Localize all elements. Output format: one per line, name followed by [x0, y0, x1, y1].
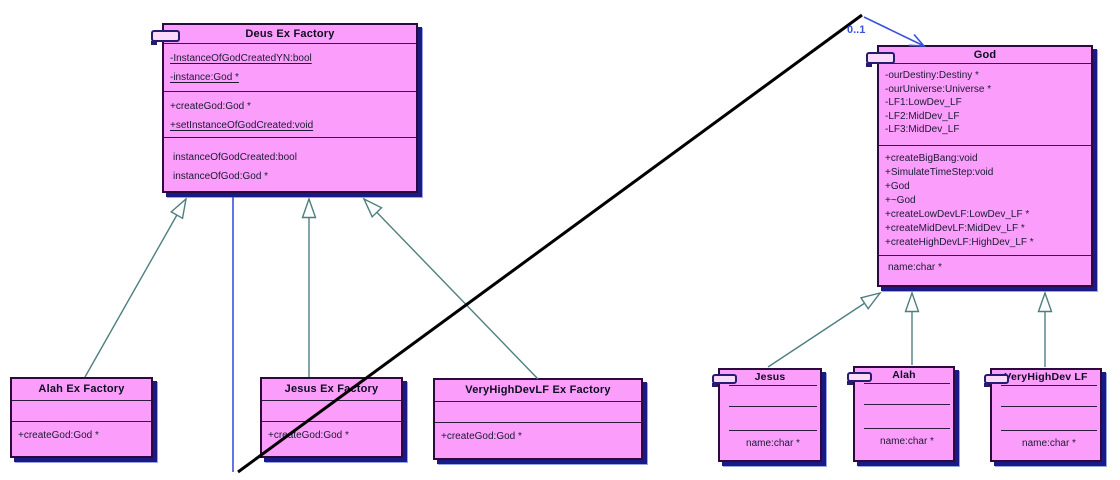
generalization-vhd-factory-to-deus [362, 197, 539, 380]
methods-compartment [1001, 406, 1097, 430]
class-icon [866, 52, 895, 67]
method-row: +God [885, 181, 910, 192]
class-title: God [973, 49, 997, 61]
property-row: name:char * [880, 436, 934, 447]
property-row: instanceOfGod:God * [173, 171, 269, 182]
property-row: name:char * [1022, 438, 1076, 449]
generalization-jesus-to-god [767, 291, 882, 368]
attribute-row: -LF1:LowDev_LF [885, 97, 962, 109]
attributes-compartment [729, 385, 817, 406]
methods-compartment: +createGod:God * [262, 421, 401, 454]
methods-compartment: +createGod:God * [12, 421, 151, 454]
attribute-row: -ourDestiny:Destiny * [885, 70, 979, 81]
method-row: +createGod:God * [441, 431, 522, 442]
class-veryhighdevlf-ex-factory[interactable]: VeryHighDevLF Ex Factory +createGod:God … [433, 378, 643, 460]
properties-compartment: name:char * [879, 255, 1091, 283]
class-icon [847, 372, 872, 385]
method-row: +createGod:God * [268, 430, 349, 441]
class-alah-ex-factory[interactable]: Alah Ex Factory +createGod:God * [10, 377, 153, 458]
properties-compartment: name:char * [864, 428, 950, 465]
methods-compartment: +createBigBang:void +SimulateTimeStep:vo… [879, 145, 1091, 255]
attribute-row: -instance:God * [170, 72, 239, 83]
attributes-compartment [12, 400, 151, 421]
class-title: Deus Ex Factory [245, 28, 335, 40]
properties-compartment: name:char * [1001, 430, 1097, 467]
attribute-row: -LF3:MidDev_LF [885, 124, 960, 136]
attributes-compartment: -InstanceOfGodCreatedYN:bool -instance:G… [164, 43, 416, 91]
attributes-compartment [435, 401, 641, 422]
method-row: +~God [885, 195, 916, 206]
class-god[interactable]: God -ourDestiny:Destiny * -ourUniverse:U… [866, 45, 1093, 287]
method-row: +createLowDevLF:LowDev_LF * [885, 209, 1030, 220]
class-icon [984, 374, 1009, 387]
method-row: +createGod:God * [18, 430, 99, 441]
class-title: Alah Ex Factory [38, 383, 125, 395]
property-row: instanceOfGodCreated:bool [173, 152, 297, 163]
association-arrow-to-god [863, 16, 926, 47]
generalization-alah-factory-to-deus [84, 197, 188, 378]
methods-compartment: +createGod:God * +setInstanceOfGodCreate… [164, 91, 416, 137]
attribute-row: -InstanceOfGodCreatedYN:bool [170, 53, 312, 64]
method-row: +createGod:God * [170, 101, 251, 112]
attributes-compartment [1001, 385, 1097, 406]
method-row: +setInstanceOfGodCreated:void [170, 120, 314, 131]
method-row: +createBigBang:void [885, 153, 978, 164]
class-jesus-ex-factory[interactable]: Jesus Ex Factory +createGod:God * [260, 377, 403, 458]
class-icon [712, 374, 737, 387]
methods-compartment [729, 406, 817, 430]
properties-compartment: name:char * [729, 430, 817, 467]
class-veryhighdev-lf[interactable]: VeryHighDev LF name:char * [984, 368, 1102, 462]
method-row: +SimulateTimeStep:void [885, 167, 994, 178]
attributes-compartment: -ourDestiny:Destiny * -ourUniverse:Unive… [879, 63, 1091, 145]
attributes-compartment [262, 400, 401, 421]
property-row: name:char * [888, 262, 942, 273]
class-title: VeryHighDev LF [1004, 371, 1088, 383]
class-deus-ex-factory[interactable]: Deus Ex Factory -InstanceOfGodCreatedYN:… [151, 23, 418, 193]
attribute-row: -LF2:MidDev_LF [885, 110, 960, 122]
class-title: Jesus Ex Factory [284, 383, 379, 395]
class-title: VeryHighDevLF Ex Factory [465, 384, 611, 396]
method-row: +createMidDevLF:MidDev_LF * [885, 223, 1025, 234]
properties-compartment: instanceOfGodCreated:bool instanceOfGod:… [164, 137, 416, 189]
class-title: Alah [892, 369, 916, 381]
attribute-row: -ourUniverse:Universe * [885, 83, 992, 95]
attributes-compartment [864, 383, 950, 404]
methods-compartment [864, 404, 950, 428]
class-jesus[interactable]: Jesus name:char * [712, 368, 822, 462]
property-row: name:char * [746, 438, 800, 449]
methods-compartment: +createGod:God * [435, 422, 641, 455]
class-icon [151, 30, 180, 45]
method-row: +createHighDevLF:HighDev_LF * [885, 237, 1034, 248]
class-alah[interactable]: Alah name:char * [847, 366, 955, 465]
multiplicity-label: 0..1 [847, 24, 866, 36]
